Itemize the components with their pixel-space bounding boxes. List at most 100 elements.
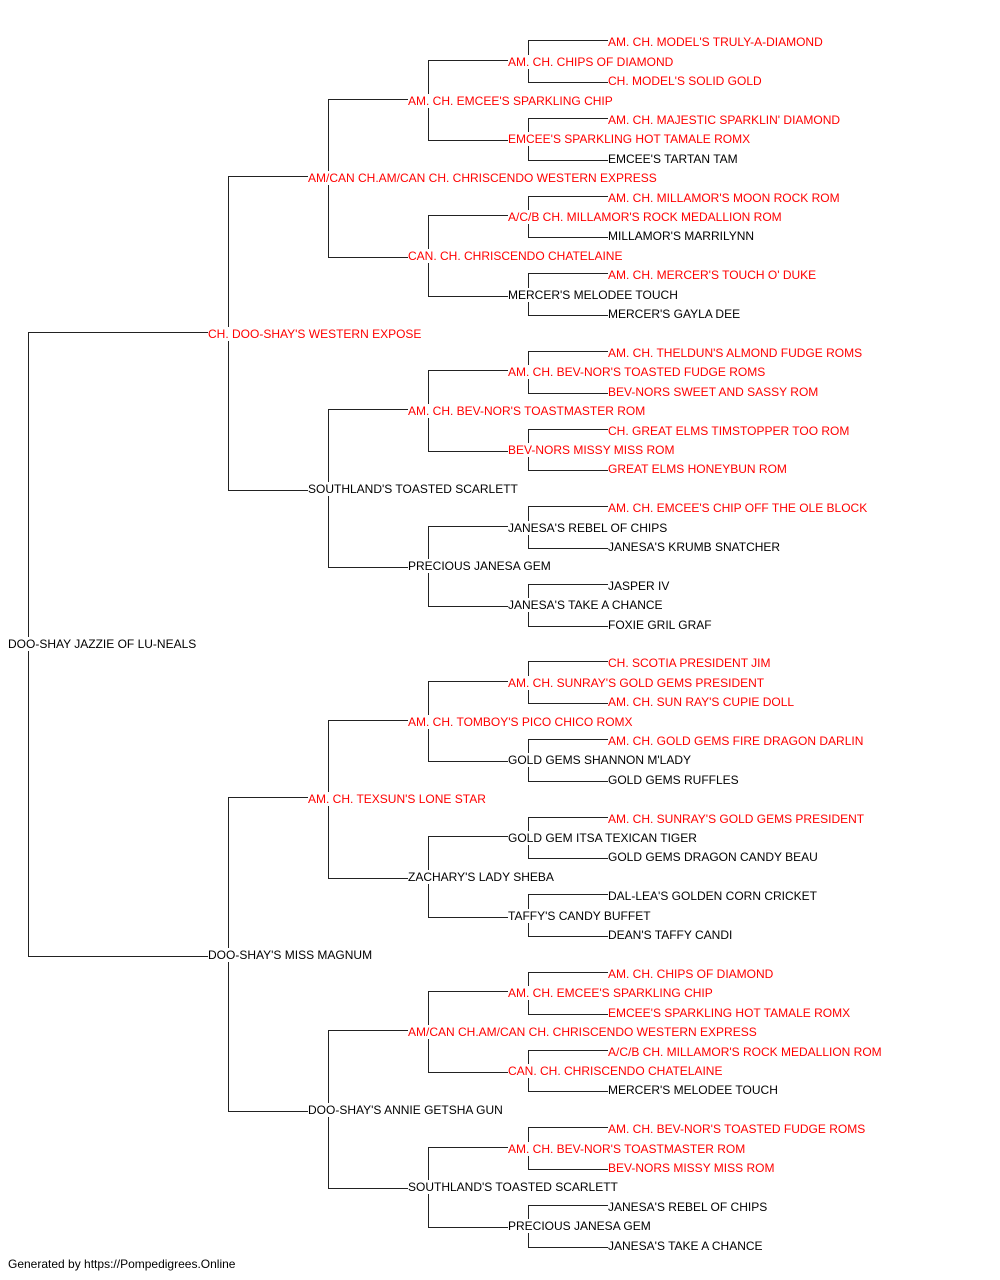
pedigree-entry-dam[interactable]: ZACHARY'S LADY SHEBA — [408, 870, 555, 884]
connector-line — [528, 703, 608, 705]
connector-line — [528, 273, 608, 275]
pedigree-entry-sire[interactable]: AM/CAN CH.AM/CAN CH. CHRISCENDO WESTERN … — [408, 1025, 758, 1039]
connector-line — [528, 82, 608, 84]
pedigree-entry-sire[interactable]: AM. CH. BEV-NOR'S TOASTED FUDGE ROMS — [508, 365, 767, 379]
connector-line — [528, 858, 608, 860]
pedigree-entry-sire[interactable]: AM. CH. SUNRAY'S GOLD GEMS PRESIDENT — [508, 676, 766, 690]
connector-line — [528, 739, 608, 741]
pedigree-entry-dam[interactable]: CAN. CH. CHRISCENDO CHATELAINE — [408, 249, 624, 263]
pedigree-entry-sire[interactable]: CH. GREAT ELMS TIMSTOPPER TOO ROM — [608, 424, 851, 438]
connector-line — [528, 583, 608, 585]
connector-line — [328, 1188, 408, 1190]
pedigree-entry-dam[interactable]: MILLAMOR'S MARRILYNN — [608, 229, 756, 243]
pedigree-entry-sire[interactable]: AM. CH. SUNRAY'S GOLD GEMS PRESIDENT — [608, 812, 866, 826]
pedigree-entry-sire[interactable]: CH. SCOTIA PRESIDENT JIM — [608, 656, 772, 670]
connector-line — [528, 971, 608, 973]
pedigree-entry-dam[interactable]: GREAT ELMS HONEYBUN ROM — [608, 462, 788, 476]
pedigree-entry-dam[interactable]: SOUTHLAND'S TOASTED SCARLETT — [408, 1180, 619, 1194]
connector-line — [528, 816, 608, 818]
pedigree-entry-dam[interactable]: FOXIE GRIL GRAF — [608, 618, 713, 632]
pedigree-entry-dam[interactable]: EMCEE'S SPARKLING HOT TAMALE ROMX — [608, 1006, 852, 1020]
pedigree-entry-dam[interactable]: GOLD GEMS SHANNON M'LADY — [508, 753, 692, 767]
pedigree-entry-dam[interactable]: TAFFY'S CANDY BUFFET — [508, 909, 652, 923]
pedigree-entry-sire[interactable]: AM. CH. MERCER'S TOUCH O' DUKE — [608, 268, 818, 282]
connector-line — [528, 547, 608, 549]
connector-line — [328, 98, 408, 100]
pedigree-entry-dam[interactable]: JANESA'S KRUMB SNATCHER — [608, 540, 782, 554]
connector-line — [528, 1246, 608, 1248]
pedigree-entry-sire[interactable]: A/C/B CH. MILLAMOR'S ROCK MEDALLION ROM — [508, 210, 783, 224]
pedigree-entry-dam[interactable]: CH. MODEL'S SOLID GOLD — [608, 74, 763, 88]
pedigree-entry-subject[interactable]: DOO-SHAY JAZZIE OF LU-NEALS — [8, 637, 198, 651]
connector-line — [428, 525, 508, 527]
pedigree-entry-sire[interactable]: JANESA'S REBEL OF CHIPS — [608, 1200, 769, 1214]
connector-line — [428, 1071, 508, 1073]
pedigree-entry-dam[interactable]: JANESA'S TAKE A CHANCE — [608, 1239, 764, 1253]
pedigree-entry-sire[interactable]: AM. CH. MAJESTIC SPARKLIN' DIAMOND — [608, 113, 842, 127]
pedigree-entry-sire[interactable]: GOLD GEM ITSA TEXICAN TIGER — [508, 831, 698, 845]
connector-line — [528, 1091, 608, 1093]
pedigree-entry-dam[interactable]: CAN. CH. CHRISCENDO CHATELAINE — [508, 1064, 724, 1078]
pedigree-entry-dam[interactable]: DEAN'S TAFFY CANDI — [608, 928, 734, 942]
connector-line — [528, 1168, 608, 1170]
pedigree-entry-sire[interactable]: AM. CH. MODEL'S TRULY-A-DIAMOND — [608, 35, 824, 49]
pedigree-entry-sire[interactable]: JANESA'S REBEL OF CHIPS — [508, 521, 669, 535]
connector-line — [428, 1227, 508, 1229]
pedigree-entry-dam[interactable]: MERCER'S GAYLA DEE — [608, 307, 742, 321]
pedigree-entry-sire[interactable]: AM. CH. GOLD GEMS FIRE DRAGON DARLIN — [608, 734, 865, 748]
connector-line — [528, 392, 608, 394]
pedigree-entry-sire[interactable]: AM. CH. CHIPS OF DIAMOND — [508, 55, 675, 69]
connector-line — [428, 606, 508, 608]
pedigree-entry-dam[interactable]: PRECIOUS JANESA GEM — [408, 559, 552, 573]
pedigree-entry-sire[interactable]: A/C/B CH. MILLAMOR'S ROCK MEDALLION ROM — [608, 1045, 883, 1059]
pedigree-entry-dam[interactable]: MERCER'S MELODEE TOUCH — [508, 288, 679, 302]
connector-line — [528, 936, 608, 938]
connector-line — [528, 118, 608, 120]
pedigree-entry-dam[interactable]: SOUTHLAND'S TOASTED SCARLETT — [308, 482, 519, 496]
pedigree-entry-dam[interactable]: GOLD GEMS DRAGON CANDY BEAU — [608, 850, 819, 864]
pedigree-entry-dam[interactable]: GOLD GEMS RUFFLES — [608, 773, 740, 787]
connector-line — [528, 1013, 608, 1015]
pedigree-entry-sire[interactable]: AM. CH. BEV-NOR'S TOASTED FUDGE ROMS — [608, 1122, 867, 1136]
pedigree-entry-dam[interactable]: JANESA'S TAKE A CHANCE — [508, 598, 664, 612]
connector-line — [528, 506, 608, 508]
pedigree-entry-dam[interactable]: BEV-NORS MISSY MISS ROM — [608, 1161, 776, 1175]
connector-line — [528, 350, 608, 352]
connector-line — [428, 370, 508, 372]
connector-line — [328, 877, 408, 879]
pedigree-entry-sire[interactable]: AM. CH. EMCEE'S SPARKLING CHIP — [408, 94, 614, 108]
pedigree-entry-sire[interactable]: AM. CH. TEXSUN'S LONE STAR — [308, 792, 487, 806]
connector-line — [528, 625, 608, 627]
pedigree-entry-sire[interactable]: JASPER IV — [608, 579, 671, 593]
connector-line — [428, 215, 508, 217]
pedigree-entry-sire[interactable]: AM/CAN CH.AM/CAN CH. CHRISCENDO WESTERN … — [308, 171, 658, 185]
pedigree-entry-sire[interactable]: AM. CH. BEV-NOR'S TOASTMASTER ROM — [508, 1142, 747, 1156]
pedigree-entry-sire[interactable]: CH. DOO-SHAY'S WESTERN EXPOSE — [208, 327, 423, 341]
pedigree-entry-dam[interactable]: DOO-SHAY'S ANNIE GETSHA GUN — [308, 1103, 504, 1117]
pedigree-entry-dam[interactable]: EMCEE'S SPARKLING HOT TAMALE ROMX — [508, 132, 752, 146]
pedigree-entry-sire[interactable]: AM. CH. EMCEE'S CHIP OFF THE OLE BLOCK — [608, 501, 869, 515]
pedigree-entry-sire[interactable]: AM. CH. BEV-NOR'S TOASTMASTER ROM — [408, 404, 647, 418]
pedigree-entry-dam[interactable]: BEV-NORS MISSY MISS ROM — [508, 443, 676, 457]
connector-line — [528, 470, 608, 472]
pedigree-entry-dam[interactable]: AM. CH. SUN RAY'S CUPIE DOLL — [608, 695, 796, 709]
pedigree-entry-sire[interactable]: DAL-LEA'S GOLDEN CORN CRICKET — [608, 889, 818, 903]
connector-line — [228, 797, 308, 799]
pedigree-entry-dam[interactable]: EMCEE'S TARTAN TAM — [608, 152, 739, 166]
pedigree-entry-sire[interactable]: AM. CH. TOMBOY'S PICO CHICO ROMX — [408, 715, 634, 729]
connector-line — [528, 1127, 608, 1129]
pedigree-entry-sire[interactable]: AM. CH. EMCEE'S SPARKLING CHIP — [508, 986, 714, 1000]
pedigree-entry-sire[interactable]: AM. CH. THELDUN'S ALMOND FUDGE ROMS — [608, 346, 864, 360]
pedigree-entry-dam[interactable]: BEV-NORS SWEET AND SASSY ROM — [608, 385, 820, 399]
connector-line — [528, 894, 608, 896]
pedigree-entry-dam[interactable]: PRECIOUS JANESA GEM — [508, 1219, 652, 1233]
connector-line — [528, 428, 608, 430]
pedigree-entry-dam[interactable]: DOO-SHAY'S MISS MAGNUM — [208, 948, 374, 962]
footer-credit: Generated by https://Pompedigrees.Online — [8, 1257, 236, 1271]
pedigree-entry-sire[interactable]: AM. CH. CHIPS OF DIAMOND — [608, 967, 775, 981]
connector-line — [328, 256, 408, 258]
pedigree-entry-dam[interactable]: MERCER'S MELODEE TOUCH — [608, 1083, 779, 1097]
pedigree-entry-sire[interactable]: AM. CH. MILLAMOR'S MOON ROCK ROM — [608, 191, 841, 205]
connector-line — [528, 40, 608, 42]
